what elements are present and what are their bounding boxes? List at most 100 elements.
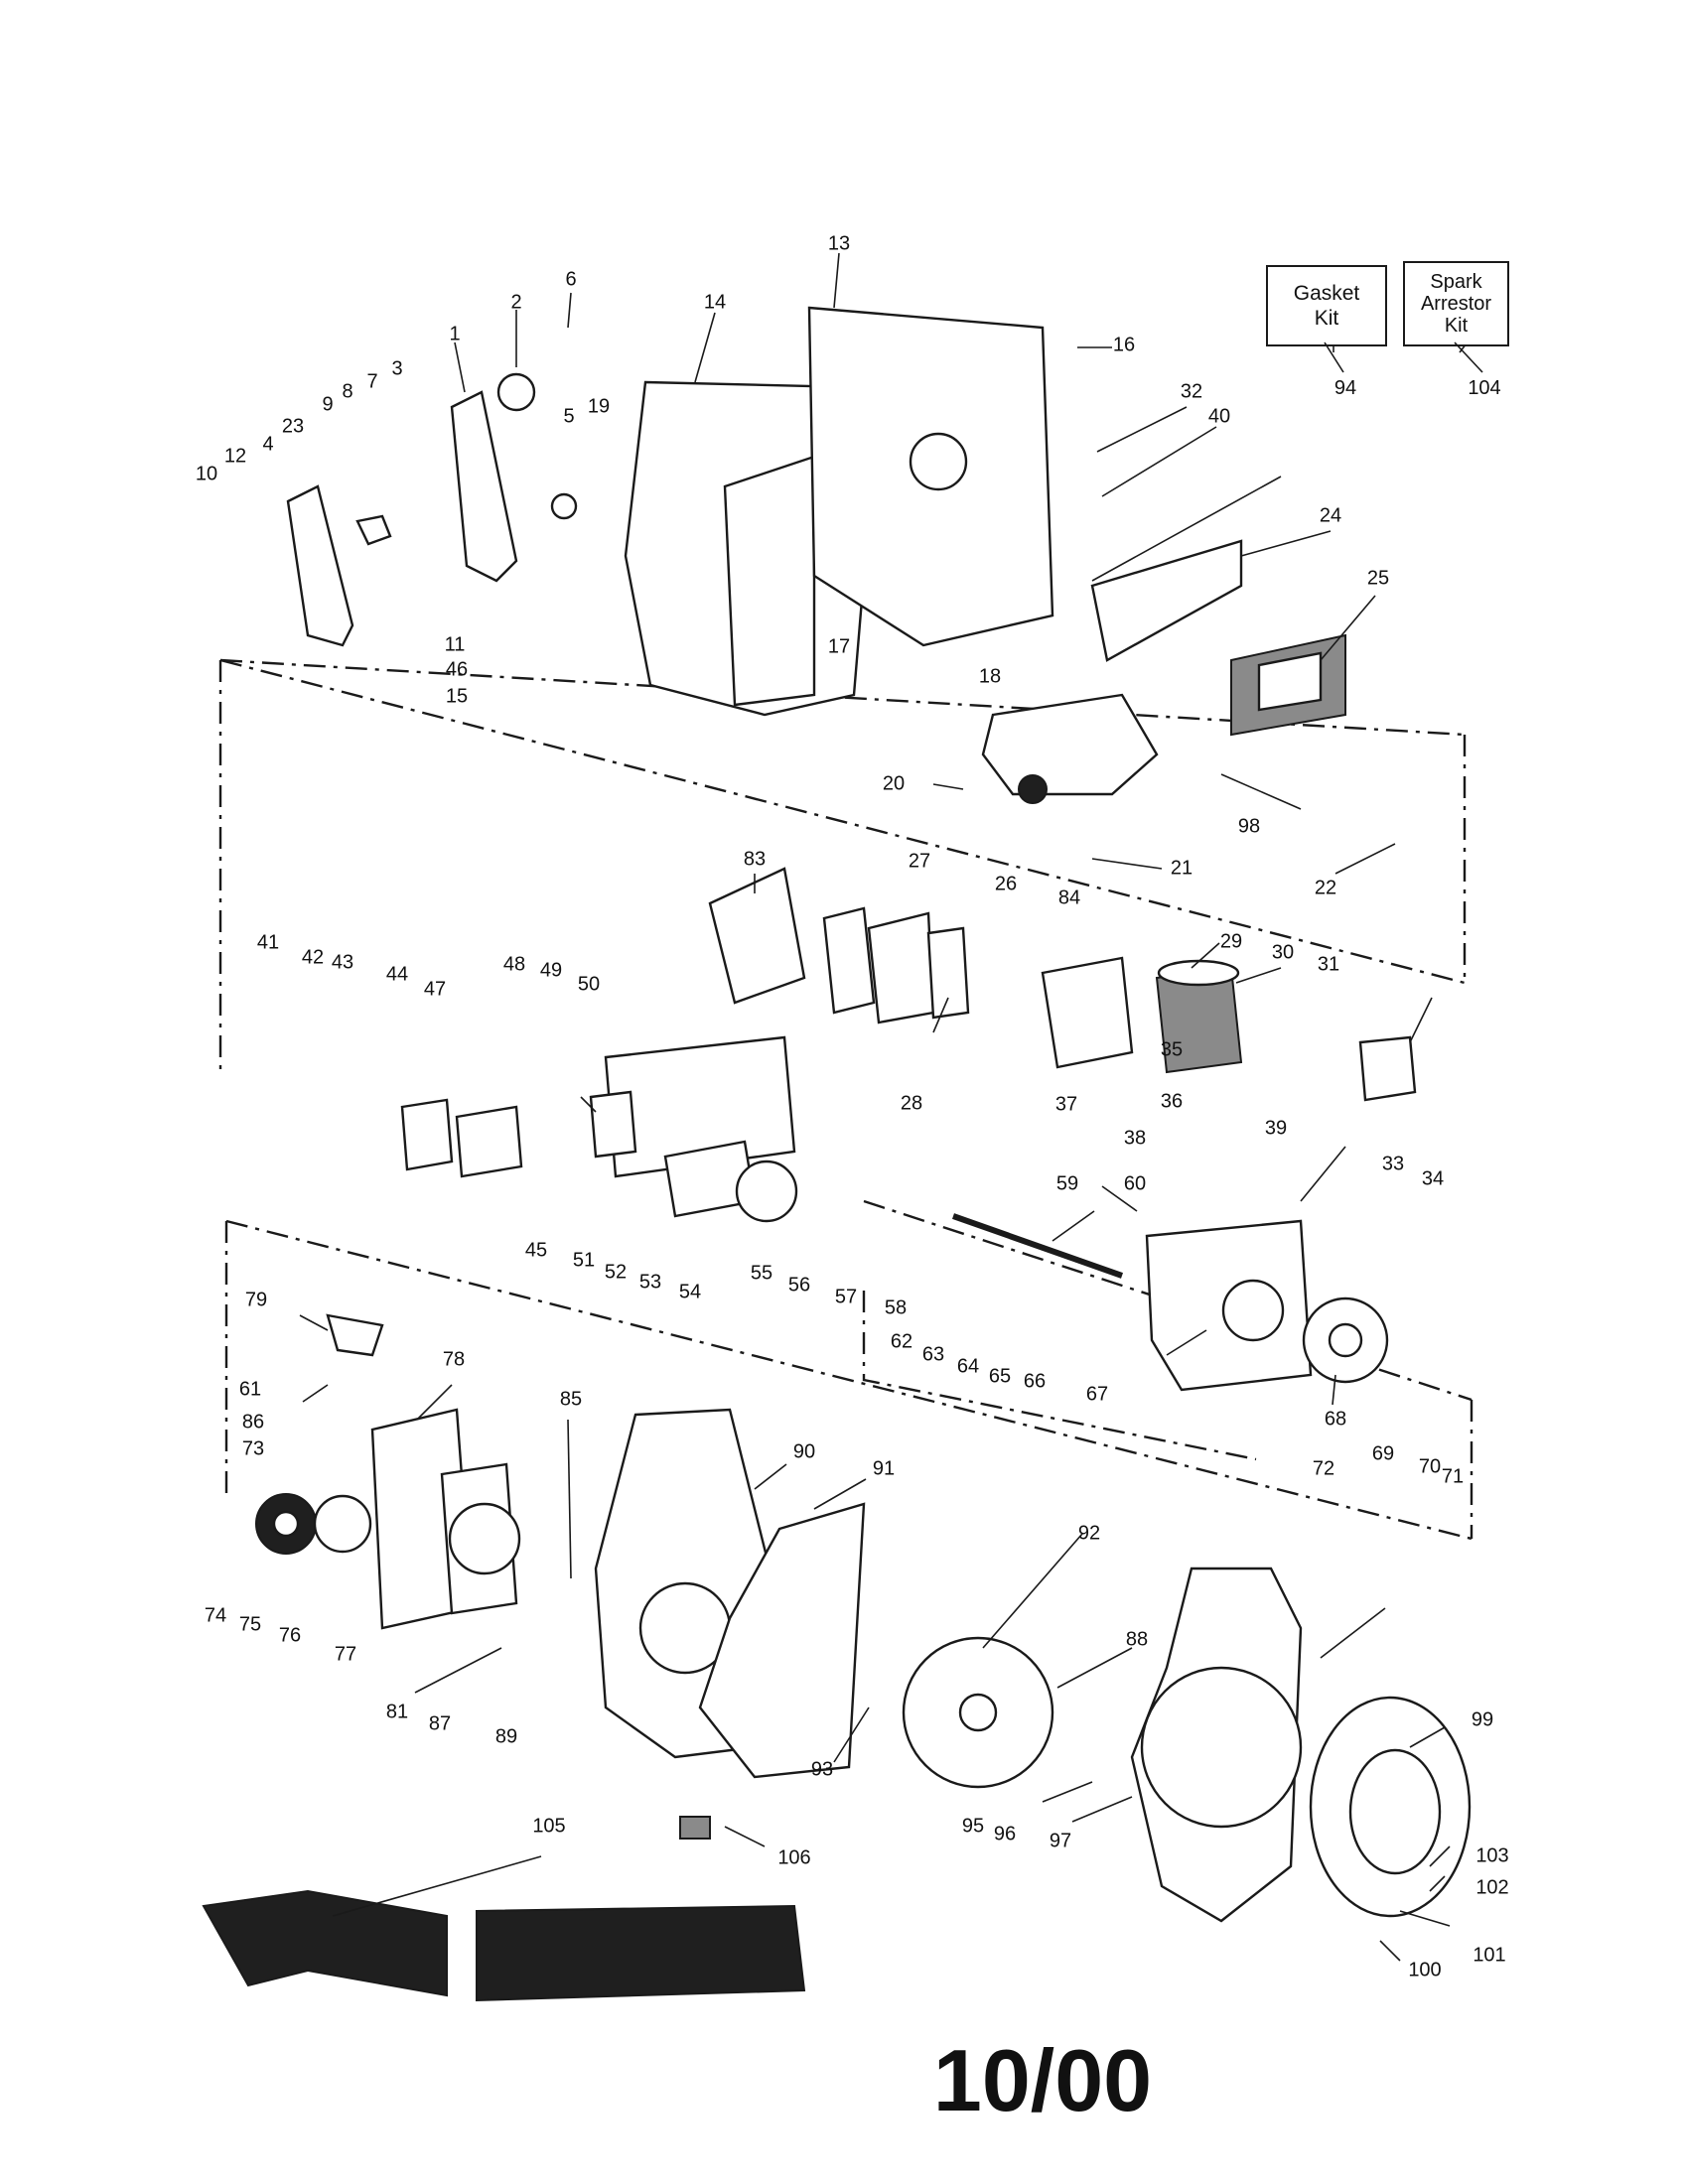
part-label-83: 83 xyxy=(744,848,766,870)
part-label-48: 48 xyxy=(503,953,525,975)
part-label-44: 44 xyxy=(386,963,408,985)
part-label-3: 3 xyxy=(391,357,402,379)
part-label-20: 20 xyxy=(883,772,905,794)
part-label-93: 93 xyxy=(811,1758,833,1780)
part-label-98: 98 xyxy=(1238,815,1260,837)
part-label-43: 43 xyxy=(332,951,353,973)
part-label-16: 16 xyxy=(1113,334,1135,355)
part-label-42: 42 xyxy=(302,946,324,968)
part-label-6: 6 xyxy=(565,268,576,290)
part-label-2: 2 xyxy=(510,291,521,313)
part-label-56: 56 xyxy=(788,1274,810,1296)
part-label-31: 31 xyxy=(1318,953,1339,975)
spark-arrestor-kit-line1: Spark xyxy=(1430,271,1482,293)
spark-arrestor-kit-line2: Arrestor xyxy=(1420,293,1492,315)
part-label-11: 11 xyxy=(445,633,466,655)
part-label-92: 92 xyxy=(1078,1522,1100,1544)
part-label-25: 25 xyxy=(1367,567,1389,589)
part-label-53: 53 xyxy=(639,1271,661,1293)
part-label-96: 96 xyxy=(994,1823,1016,1844)
part-label-91: 91 xyxy=(873,1457,895,1479)
part-label-15: 15 xyxy=(446,685,468,707)
part-label-68: 68 xyxy=(1325,1408,1346,1430)
part-label-47: 47 xyxy=(424,978,446,1000)
part-label-87: 87 xyxy=(429,1712,451,1734)
part-label-72: 72 xyxy=(1313,1457,1334,1479)
part-label-21: 21 xyxy=(1171,857,1193,879)
part-label-46: 46 xyxy=(446,658,468,680)
part-label-36: 36 xyxy=(1161,1090,1183,1112)
part-label-50: 50 xyxy=(578,973,600,995)
part-label-70: 70 xyxy=(1419,1455,1441,1477)
part-label-89: 89 xyxy=(495,1725,517,1747)
part-label-57: 57 xyxy=(835,1286,857,1307)
part-label-10: 10 xyxy=(196,463,217,484)
part-label-24: 24 xyxy=(1320,504,1341,526)
part-label-79: 79 xyxy=(245,1289,267,1310)
part-label-105: 105 xyxy=(532,1815,565,1837)
part-label-97: 97 xyxy=(1050,1830,1071,1851)
gasket-kit-line2: Kit xyxy=(1314,307,1339,330)
leader-lines xyxy=(299,252,1483,1962)
part-label-90: 90 xyxy=(793,1440,815,1462)
part-label-103: 103 xyxy=(1475,1844,1508,1866)
date-stamp: 10/00 xyxy=(932,2031,1153,2129)
part-label-51: 51 xyxy=(573,1249,595,1271)
part-label-33: 33 xyxy=(1382,1153,1404,1174)
housing-shapes xyxy=(202,306,1472,2002)
part-label-27: 27 xyxy=(909,850,930,872)
part-label-78: 78 xyxy=(443,1348,465,1370)
part-label-9: 9 xyxy=(322,393,333,415)
gasket-kit-line1: Gasket xyxy=(1293,282,1360,305)
part-labels: 1234567891011121314151617181920212223242… xyxy=(196,232,1509,1980)
part-label-26: 26 xyxy=(995,873,1017,894)
part-label-67: 67 xyxy=(1086,1383,1108,1405)
part-label-19: 19 xyxy=(588,395,610,417)
part-label-52: 52 xyxy=(605,1261,627,1283)
part-label-66: 66 xyxy=(1024,1370,1046,1392)
part-label-17: 17 xyxy=(828,635,850,657)
part-label-12: 12 xyxy=(224,445,246,467)
part-label-69: 69 xyxy=(1372,1442,1394,1464)
part-label-41: 41 xyxy=(257,931,279,953)
part-label-64: 64 xyxy=(957,1355,979,1377)
part-label-18: 18 xyxy=(979,665,1001,687)
part-label-29: 29 xyxy=(1220,930,1242,952)
part-label-1: 1 xyxy=(449,323,460,344)
part-label-77: 77 xyxy=(335,1643,356,1665)
part-label-86: 86 xyxy=(242,1411,264,1433)
part-label-30: 30 xyxy=(1272,941,1294,963)
part-label-60: 60 xyxy=(1124,1172,1146,1194)
part-label-61: 61 xyxy=(239,1378,261,1400)
part-label-39: 39 xyxy=(1265,1117,1287,1139)
part-label-71: 71 xyxy=(1442,1465,1464,1487)
part-label-88: 88 xyxy=(1126,1628,1148,1650)
part-label-38: 38 xyxy=(1124,1127,1146,1149)
part-label-106: 106 xyxy=(777,1846,810,1868)
part-label-35: 35 xyxy=(1161,1038,1183,1060)
part-label-65: 65 xyxy=(989,1365,1011,1387)
part-label-84: 84 xyxy=(1058,887,1080,908)
part-label-85: 85 xyxy=(560,1388,582,1410)
part-label-59: 59 xyxy=(1056,1172,1078,1194)
part-label-45: 45 xyxy=(525,1239,547,1261)
part-label-81: 81 xyxy=(386,1701,408,1722)
part-label-75: 75 xyxy=(239,1613,261,1635)
part-label-99: 99 xyxy=(1472,1708,1493,1730)
part-label-14: 14 xyxy=(704,291,726,313)
part-label-62: 62 xyxy=(891,1330,912,1352)
part-label-7: 7 xyxy=(366,370,377,392)
part-label-4: 4 xyxy=(262,433,273,455)
part-label-40: 40 xyxy=(1208,405,1230,427)
part-label-34: 34 xyxy=(1422,1167,1444,1189)
part-label-100: 100 xyxy=(1408,1959,1441,1980)
part-label-95: 95 xyxy=(962,1815,984,1837)
part-label-54: 54 xyxy=(679,1281,701,1302)
part-label-74: 74 xyxy=(205,1604,226,1626)
part-label-76: 76 xyxy=(279,1624,301,1646)
part-label-55: 55 xyxy=(751,1262,772,1284)
part-label-63: 63 xyxy=(922,1343,944,1365)
gasket-kit-number: 94 xyxy=(1333,377,1357,399)
part-label-28: 28 xyxy=(901,1092,922,1114)
